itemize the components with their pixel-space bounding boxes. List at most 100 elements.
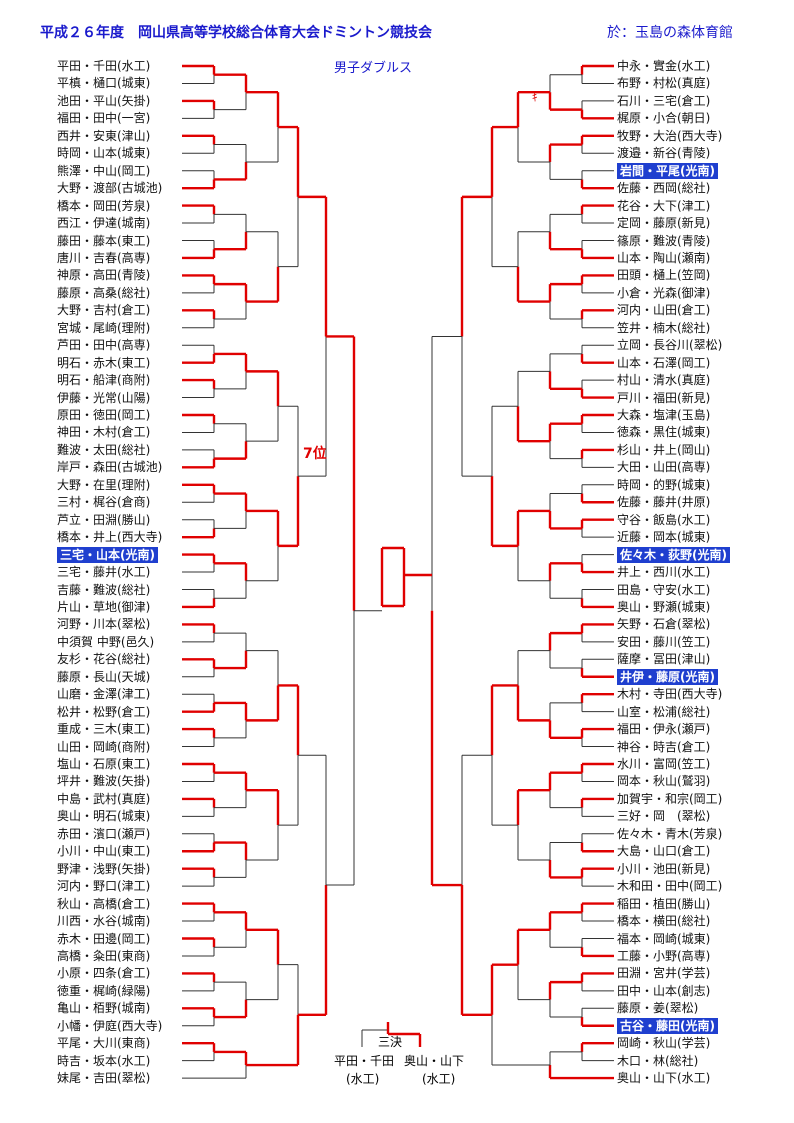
left-pair-57: 平尾・大川(東商) [57, 1036, 151, 1051]
left-pair-3: 池田・平山(矢掛) [57, 93, 151, 108]
right-pair-32: 奥山・野瀬(城東) [617, 599, 711, 614]
right-pair-26: 佐藤・藤井(井原) [617, 495, 711, 510]
left-pair-38: 松井・松野(倉工) [57, 704, 151, 719]
right-pair-22: 徳森・黒住(城東) [617, 425, 711, 440]
left-pair-50: 川西・水谷(城南) [57, 914, 151, 929]
left-pair-20: 伊藤・光常(山陽) [57, 390, 151, 405]
right-pair-7: 岩間・平尾(光南) [617, 162, 718, 179]
right-pair-9: 花谷・大下(津工) [617, 198, 711, 213]
right-pair-23: 杉山・井上(岡山) [617, 442, 711, 457]
right-pair-36: 井伊・藤原(光南) [617, 668, 718, 685]
right-pair-51: 福本・岡崎(城東) [617, 931, 711, 946]
right-pair-35: 薩摩・冨田(津山) [617, 652, 711, 667]
left-pair-48: 河内・野口(津工) [57, 879, 151, 894]
left-pair-33: 河野・川本(翠松) [57, 617, 151, 632]
left-pair-43: 中島・武村(真庭) [57, 791, 151, 806]
right-pair-57: 岡崎・秋山(学芸) [617, 1036, 711, 1051]
left-pair-32: 片山・草地(御津) [57, 599, 151, 614]
left-pair-45: 赤田・濱口(瀬戸) [57, 826, 151, 841]
right-pair-17: 立岡・長谷川(翠松) [617, 338, 723, 353]
right-pair-54: 田中・山本(創志) [617, 983, 711, 998]
right-pair-14: 小倉・光森(御津) [617, 285, 711, 300]
right-pair-44: 三好・岡 (翠松) [617, 809, 711, 824]
right-pair-2: 布野・村松(真庭) [617, 76, 711, 91]
left-pair-4: 福田・田中(一宮) [57, 111, 151, 126]
right-pair-29: 佐々木・荻野(光南) [617, 546, 730, 563]
left-pair-52: 高橋・粂田(東商) [57, 948, 151, 963]
venue-label: 於：玉島の森体育館 [607, 25, 733, 41]
right-pair-34: 安田・藤川(笠工) [617, 634, 711, 649]
right-pair-4: 梶原・小合(朝日) [617, 111, 711, 126]
left-pair-36: 藤原・長山(天城) [57, 669, 151, 684]
right-pair-25: 時岡・的野(城東) [617, 477, 711, 492]
left-pair-26: 三村・梶谷(倉商) [57, 495, 151, 510]
left-pair-35: 友杉・花谷(総社) [57, 652, 151, 667]
right-pair-15: 河内・山田(倉工) [617, 303, 711, 318]
right-pair-30: 井上・西川(水工) [617, 565, 711, 580]
right-pair-49: 稲田・植田(勝山) [617, 896, 711, 911]
left-pair-9: 橋本・岡田(芳泉) [57, 198, 151, 213]
right-pair-21: 大森・塩津(玉島) [617, 408, 711, 422]
left-pair-54: 徳重・梶崎(緑陽) [57, 983, 151, 998]
left-pair-14: 藤原・高桑(総社) [57, 285, 151, 300]
left-pair-55: 亀山・栢野(城南) [57, 1001, 151, 1016]
left-pair-2: 平槙・樋口(城東) [57, 76, 151, 91]
left-pair-42: 坪井・難波(矢掛) [57, 774, 151, 789]
left-pair-17: 芦田・田中(高専) [57, 338, 151, 353]
left-pair-18: 明石・赤木(東工) [57, 355, 151, 370]
right-pair-11: 篠原・難波(青陵) [617, 233, 711, 248]
right-pair-45: 佐々木・青木(芳泉) [617, 826, 723, 841]
right-pair-58: 木口・林(総社) [617, 1053, 699, 1068]
right-pair-28: 近藤・岡本(城東) [617, 530, 711, 545]
left-pair-1: 平田・千田(水工) [57, 59, 151, 73]
right-pair-19: 村山・清水(真庭) [617, 373, 711, 388]
left-pair-41: 塩山・石原(東工) [57, 757, 151, 771]
left-pair-37: 山磨・金澤(津工) [57, 687, 151, 702]
right-pair-3: 石川・三宅(倉工) [617, 93, 711, 108]
third-place-right-school: (水工) [422, 1072, 456, 1086]
left-pair-15: 大野・吉村(倉工) [57, 303, 151, 318]
right-pair-42: 岡本・秋山(鷲羽) [617, 774, 711, 789]
right-pair-43: 加賀宇・和宗(岡工) [617, 791, 723, 806]
third-place-left-name: 平田・千田 [334, 1054, 395, 1068]
left-pair-56: 小幡・伊庭(西大寺) [57, 1018, 163, 1033]
right-pair-48: 木和田・田中(岡工) [617, 879, 723, 894]
event-title: 男子ダブルス [334, 61, 413, 76]
right-pair-27: 守谷・飯島(水工) [617, 512, 711, 527]
left-pair-59: 妹尾・吉田(翠松) [57, 1071, 151, 1086]
left-pair-51: 赤木・田邊(岡工) [57, 931, 151, 946]
left-pair-13: 神原・高田(青陵) [57, 268, 151, 283]
left-pair-49: 秋山・高橋(倉工) [57, 896, 151, 911]
left-pair-10: 西江・伊達(城南) [57, 216, 151, 231]
right-pair-52: 工藤・小野(高専) [617, 948, 711, 963]
left-pair-16: 宮城・尾崎(理附) [57, 320, 151, 335]
right-pair-37: 木村・寺田(西大寺) [617, 687, 723, 702]
right-pair-12: 山本・陶山(瀬南) [617, 250, 711, 265]
left-pair-40: 山田・岡崎(商附) [57, 739, 151, 754]
left-pair-8: 大野・渡部(古城池) [57, 181, 163, 196]
right-pair-38: 山室・松浦(総社) [617, 704, 711, 719]
right-pair-40: 神谷・時吉(倉工) [617, 739, 711, 754]
right-pair-46: 大島・山口(倉工) [617, 844, 711, 859]
left-pair-5: 西井・安東(津山) [57, 128, 151, 143]
right-pair-59: 奥山・山下(水工) [617, 1071, 711, 1086]
left-pair-19: 明石・船津(商附) [57, 373, 151, 388]
left-pair-25: 大野・在里(理附) [57, 477, 151, 492]
left-pair-44: 奥山・明石(城東) [57, 809, 151, 824]
right-pair-13: 田頭・樋上(笠岡) [617, 268, 711, 283]
right-pair-55: 藤原・姜(翠松) [617, 1001, 699, 1016]
third-place-right-name: 奥山・山下 [404, 1054, 465, 1068]
right-pair-5: 牧野・大治(西大寺) [617, 128, 723, 143]
left-pair-7: 熊澤・中山(岡工) [57, 163, 151, 178]
note-mark: ｷ [532, 91, 538, 104]
rank-7-label: 7位 [303, 446, 327, 462]
tournament-title: 平成２６年度 岡山県高等学校総合体育大会ドミントン競技会 [40, 25, 432, 41]
left-pair-31: 吉藤・難波(総社) [57, 582, 151, 597]
left-pair-30: 三宅・藤井(水工) [57, 565, 151, 580]
right-pair-1: 中永・實金(水工) [617, 59, 711, 73]
left-pair-39: 重成・三木(東工) [57, 722, 151, 737]
right-pair-39: 福田・伊永(瀬戸) [617, 722, 711, 737]
left-pair-53: 小原・四条(倉工) [57, 966, 151, 981]
left-pair-34: 中須賀 中野(邑久) [57, 634, 155, 649]
